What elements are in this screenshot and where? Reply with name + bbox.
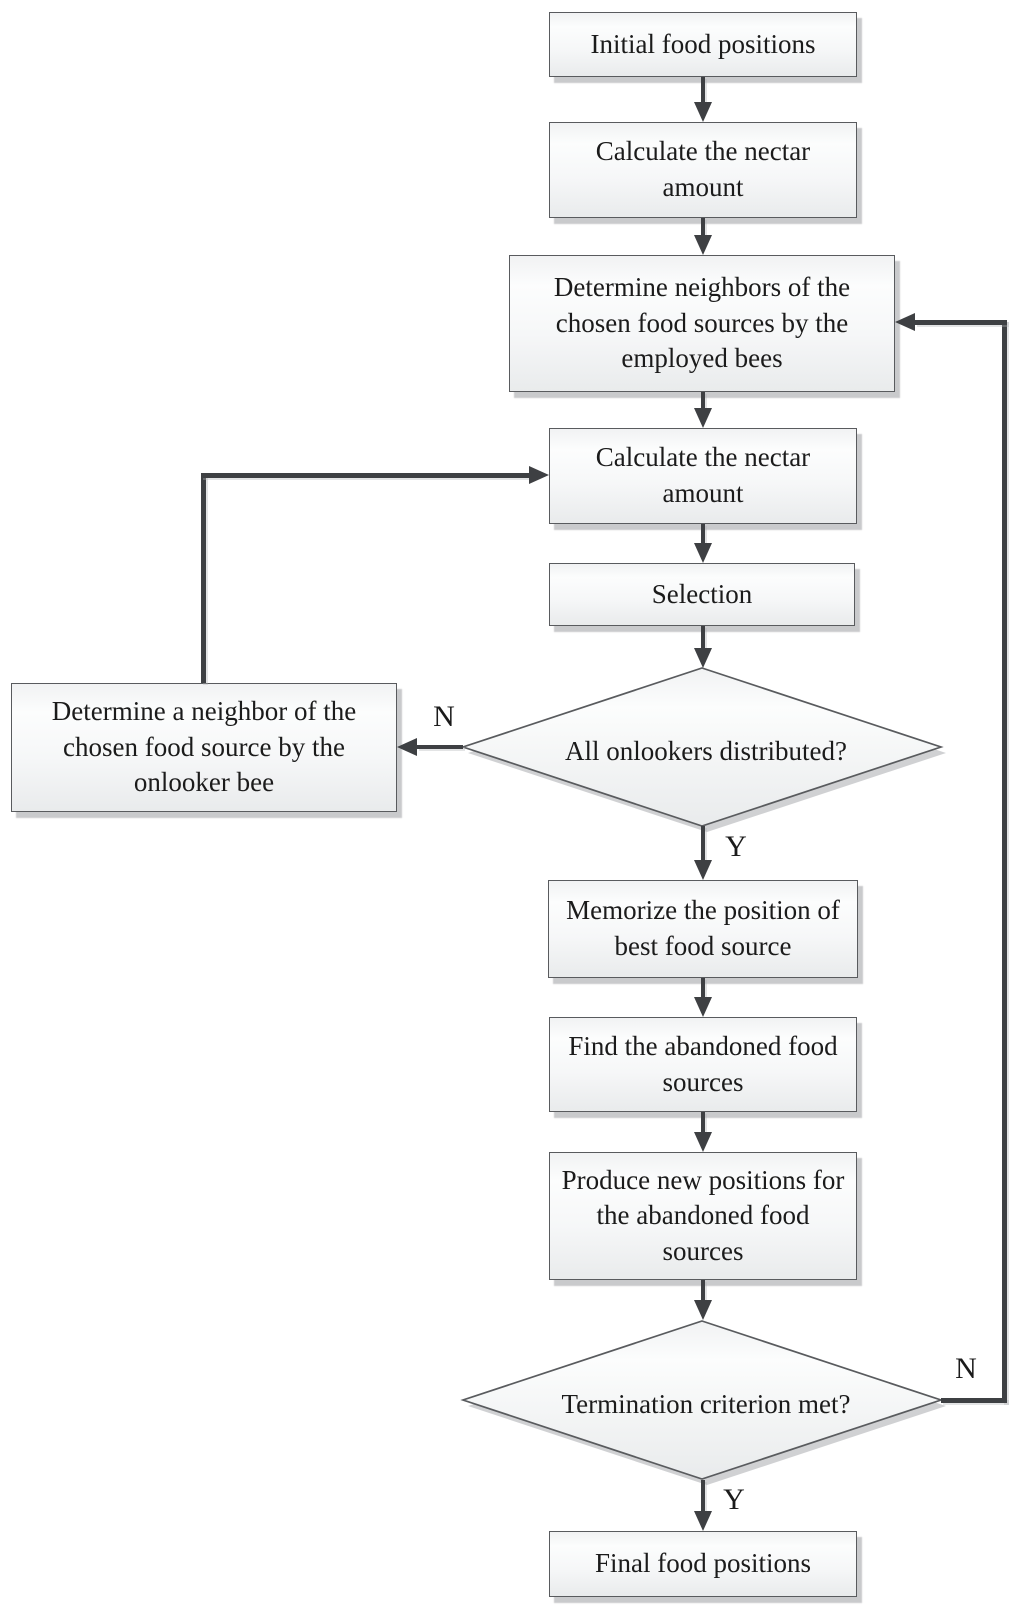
node-onlookers-decision-label: All onlookers distributed?: [565, 735, 847, 766]
node-selection-label: Selection: [651, 578, 753, 609]
connector-memorize-to-find-arrowhead: [694, 997, 712, 1017]
onlookers-no-label: N: [433, 700, 455, 733]
connector-calc2-to-selection-arrowhead: [694, 543, 712, 563]
node-determine-employed-bees-label: Determine neighbors of the chosen food s…: [553, 272, 851, 374]
termination-yes-label: Y: [723, 1483, 745, 1516]
connector-onlookers-no-arrowhead: [397, 738, 417, 756]
connector-employed-to-calc2-line: [701, 392, 705, 408]
onlookers-yes-label: Y: [725, 830, 747, 863]
node-produce-new-positions: Produce new positions for the abandoned …: [549, 1152, 857, 1280]
node-memorize-best-source-label: Memorize the position of best food sourc…: [566, 895, 840, 961]
connector-calc2-to-selection-line: [701, 524, 705, 543]
connector-onlookers-yes-line: [701, 826, 705, 860]
node-initial-food-positions-label: Initial food positions: [590, 28, 816, 59]
node-determine-onlooker-bee: Determine a neighbor of the chosen food …: [11, 683, 397, 812]
connector-initial-to-calc1-arrowhead: [694, 102, 712, 122]
loop-termination-no-top-line: [915, 320, 1007, 325]
loop-onlooker-to-calc2-vertical-line: [201, 473, 206, 683]
node-calculate-nectar-1: Calculate the nectar amount: [549, 122, 857, 218]
node-find-abandoned-sources-label: Find the abandoned food sources: [568, 1030, 838, 1097]
loop-onlooker-to-calc2-arrowhead: [529, 466, 549, 484]
node-produce-new-positions-label: Produce new positions for the abandoned …: [561, 1164, 845, 1266]
node-initial-food-positions: Initial food positions: [549, 12, 857, 77]
node-final-food-positions: Final food positions: [549, 1531, 857, 1597]
node-termination-decision-label: Termination criterion met?: [561, 1388, 851, 1419]
loop-termination-no-vertical-line: [1002, 320, 1007, 1403]
node-determine-onlooker-bee-label: Determine a neighbor of the chosen food …: [51, 696, 357, 798]
node-determine-employed-bees: Determine neighbors of the chosen food s…: [509, 255, 895, 392]
node-calculate-nectar-2: Calculate the nectar amount: [549, 428, 857, 524]
connector-calc1-to-employed-arrowhead: [694, 235, 712, 255]
node-final-food-positions-label: Final food positions: [594, 1548, 811, 1579]
connector-termination-yes-arrowhead: [694, 1511, 712, 1531]
termination-no-label: N: [955, 1352, 977, 1385]
connector-memorize-to-find-line: [701, 978, 705, 997]
node-find-abandoned-sources: Find the abandoned food sources: [549, 1017, 857, 1112]
termination-decision-diamond-shape: [460, 1320, 946, 1485]
node-selection: Selection: [549, 563, 855, 626]
node-calculate-nectar-2-label: Calculate the nectar amount: [595, 442, 811, 508]
node-termination-decision: Termination criterion met?: [456, 1314, 956, 1494]
node-memorize-best-source: Memorize the position of best food sourc…: [548, 880, 858, 978]
connector-produce-to-termination-arrowhead: [694, 1300, 712, 1320]
loop-termination-no-bottom-line: [941, 1398, 1007, 1403]
node-calculate-nectar-1-label: Calculate the nectar amount: [595, 136, 811, 202]
onlookers-decision-diamond-shape: [460, 667, 946, 832]
connector-onlookers-no-line: [417, 745, 463, 749]
connector-produce-to-termination-line: [701, 1280, 705, 1300]
connector-find-to-produce-line: [701, 1112, 705, 1132]
connector-initial-to-calc1-line: [701, 77, 705, 102]
loop-termination-no-arrowhead: [895, 313, 915, 331]
loop-onlooker-to-calc2-horizontal-line: [201, 473, 529, 478]
connector-employed-to-calc2-arrowhead: [694, 408, 712, 428]
connector-selection-to-onlookers-arrowhead: [694, 648, 712, 668]
connector-find-to-produce-arrowhead: [694, 1132, 712, 1152]
connector-calc1-to-employed-line: [701, 218, 705, 235]
node-onlookers-decision: All onlookers distributed?: [456, 661, 956, 841]
connector-selection-to-onlookers-line: [701, 626, 705, 648]
connector-onlookers-yes-arrowhead: [694, 860, 712, 880]
connector-termination-yes-line: [701, 1480, 705, 1511]
